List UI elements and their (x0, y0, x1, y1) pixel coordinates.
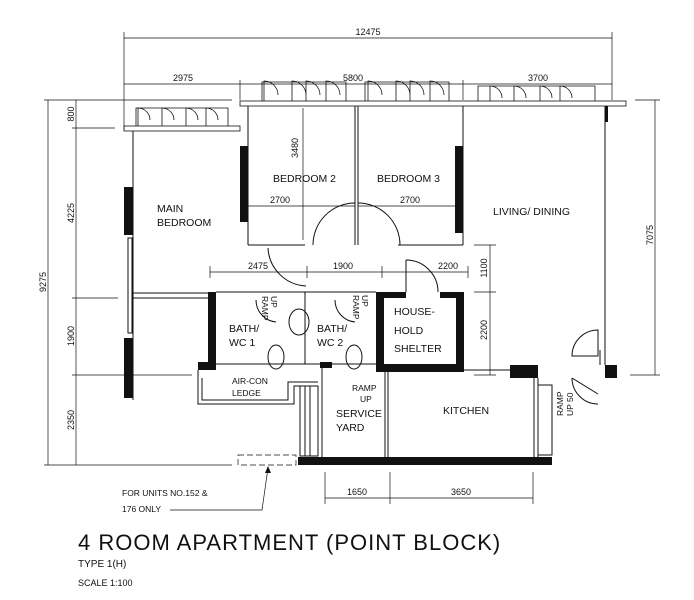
inner-dimensions: 3480 2700 2700 2475 1900 2200 1100 2200 … (209, 108, 534, 504)
right-dimensions: 7075 (630, 99, 660, 376)
label-bath2-2: WC 2 (317, 337, 343, 349)
dim-corridor-1: 2475 (248, 261, 268, 271)
dim-right-depth: 7075 (645, 225, 655, 245)
dim-corridor-3: 2200 (438, 261, 458, 271)
dim-left-4: 2350 (66, 410, 76, 430)
label-aircon-1: AIR-CON (232, 376, 268, 386)
dim-left-2: 4225 (66, 203, 76, 223)
room-labels: MAIN BEDROOM BEDROOM 2 BEDROOM 3 LIVING/… (157, 173, 570, 434)
ramp-bath1: RAMPUP (260, 296, 279, 321)
label-shelter-2: HOLD (394, 325, 424, 337)
label-living: LIVING/ DINING (493, 206, 570, 218)
label-yard-1: SERVICE (336, 408, 382, 420)
dim-bottom-2: 3650 (451, 487, 471, 497)
dim-right-inner-1: 1100 (479, 258, 489, 277)
label-aircon-2: LEDGE (232, 388, 261, 398)
plan-scale: SCALE 1:100 (78, 578, 133, 588)
units-note: FOR UNITS NO.152 & 176 ONLY (122, 466, 271, 514)
ramp-yard-2: UP (360, 394, 372, 404)
dim-bedroom2-depth: 3480 (290, 138, 300, 158)
dim-top-2: 5800 (343, 73, 363, 83)
dim-left-1: 800 (66, 106, 76, 121)
dim-corridor-2: 1900 (333, 261, 353, 271)
dim-top-1: 2975 (173, 73, 193, 83)
walls (124, 106, 617, 466)
label-bath2-1: BATH/ (317, 323, 347, 335)
label-shelter-3: SHELTER (394, 343, 442, 355)
dim-bedroom2-width: 2700 (270, 195, 290, 205)
left-dimensions: 9275 800 4225 1900 2350 (38, 99, 232, 466)
dim-top-3: 3700 (528, 73, 548, 83)
label-main-bedroom-2: BEDROOM (157, 217, 211, 229)
dim-bedroom3-width: 2700 (400, 195, 420, 205)
note-line-1: FOR UNITS NO.152 & (122, 488, 208, 498)
ramp-bath2: RAMPUP (351, 295, 370, 320)
label-bath1-2: WC 1 (229, 337, 255, 349)
plan-title: 4 ROOM APARTMENT (POINT BLOCK) (78, 530, 501, 555)
dim-bottom-1: 1650 (347, 487, 367, 497)
plan-type: TYPE 1(H) (78, 559, 126, 570)
label-yard-2: YARD (336, 422, 365, 434)
ramp-labels: RAMPUP RAMPUP RAMP UP RAMPUP 50 (260, 295, 575, 416)
dim-overall-depth: 9275 (38, 272, 48, 292)
label-kitchen: KITCHEN (443, 405, 489, 417)
doors (255, 202, 599, 405)
ramp-yard-1: RAMP (352, 383, 377, 393)
windows (123, 80, 627, 132)
label-main-bedroom-1: MAIN (157, 203, 183, 215)
note-line-2: 176 ONLY (122, 504, 161, 514)
ramp-entrance: RAMPUP 50 (555, 391, 575, 416)
label-shelter-1: HOUSE- (394, 306, 435, 318)
label-bedroom2: BEDROOM 2 (273, 173, 336, 185)
top-dimensions: 12475 2975 5800 3700 (123, 27, 613, 130)
dim-overall-width: 12475 (355, 27, 380, 37)
label-bedroom3: BEDROOM 3 (377, 173, 440, 185)
label-bath1-1: BATH/ (229, 323, 259, 335)
dim-right-inner-2: 2200 (479, 320, 489, 340)
dim-left-3: 1900 (66, 326, 76, 346)
